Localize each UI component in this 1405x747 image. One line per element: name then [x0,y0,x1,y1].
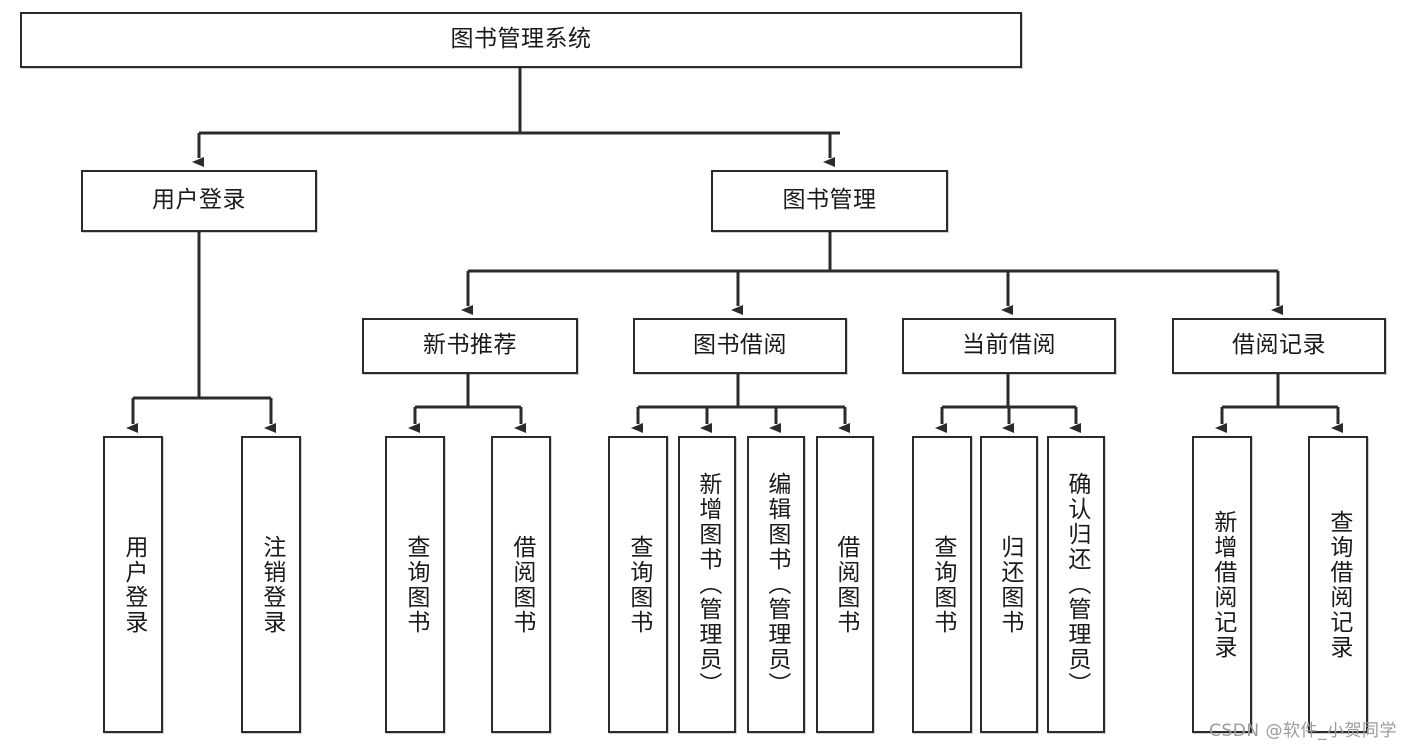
node-user-login-label: 用户登录 [152,187,246,214]
node-leaf-borrow-book-2[interactable]: 借阅图书 [816,436,874,733]
node-leaf-return-book-label: 归还图书 [996,534,1023,635]
node-current-borrow[interactable]: 当前借阅 [902,318,1116,374]
node-leaf-confirm-return-label: 确认归还（管理员） [1063,472,1090,697]
node-leaf-query-book-3-label: 查询图书 [929,534,956,635]
node-leaf-borrow-book-1[interactable]: 借阅图书 [491,436,551,733]
node-current-borrow-label: 当前借阅 [962,332,1056,359]
node-root-label: 图书管理系统 [450,26,592,53]
watermark-text: CSDN @软件_小贺同学 [1209,721,1397,741]
node-leaf-add-record-label: 新增借阅记录 [1209,509,1236,660]
node-book-borrow[interactable]: 图书借阅 [633,318,847,374]
node-leaf-query-book-3[interactable]: 查询图书 [912,436,972,733]
node-leaf-user-login[interactable]: 用户登录 [103,436,163,733]
node-borrow-record[interactable]: 借阅记录 [1172,318,1386,374]
node-root[interactable]: 图书管理系统 [20,12,1022,68]
node-user-login[interactable]: 用户登录 [81,170,317,232]
node-leaf-add-book-label: 新增图书（管理员） [694,472,721,697]
node-leaf-edit-book[interactable]: 编辑图书（管理员） [747,436,805,733]
node-leaf-add-book[interactable]: 新增图书（管理员） [678,436,736,733]
node-new-book-recommend[interactable]: 新书推荐 [362,318,578,374]
node-leaf-query-record-label: 查询借阅记录 [1325,509,1352,660]
node-book-manage[interactable]: 图书管理 [711,170,948,232]
node-leaf-confirm-return[interactable]: 确认归还（管理员） [1047,436,1105,733]
node-leaf-logout-login[interactable]: 注销登录 [241,436,301,733]
node-book-manage-label: 图书管理 [782,187,877,214]
node-leaf-query-book-1-label: 查询图书 [402,534,429,635]
node-leaf-query-book-1[interactable]: 查询图书 [385,436,445,733]
node-leaf-add-record[interactable]: 新增借阅记录 [1192,436,1252,733]
node-leaf-query-book-2[interactable]: 查询图书 [608,436,668,733]
node-borrow-record-label: 借阅记录 [1232,332,1326,359]
node-book-borrow-label: 图书借阅 [693,332,787,359]
node-leaf-query-record[interactable]: 查询借阅记录 [1308,436,1368,733]
node-leaf-query-book-2-label: 查询图书 [625,534,652,635]
node-leaf-return-book[interactable]: 归还图书 [980,436,1038,733]
node-leaf-edit-book-label: 编辑图书（管理员） [763,472,790,697]
node-leaf-borrow-book-2-label: 借阅图书 [832,534,859,635]
node-leaf-logout-login-label: 注销登录 [258,534,285,635]
node-leaf-borrow-book-1-label: 借阅图书 [508,534,535,635]
node-leaf-user-login-label: 用户登录 [120,534,147,635]
node-new-book-recommend-label: 新书推荐 [423,332,517,359]
